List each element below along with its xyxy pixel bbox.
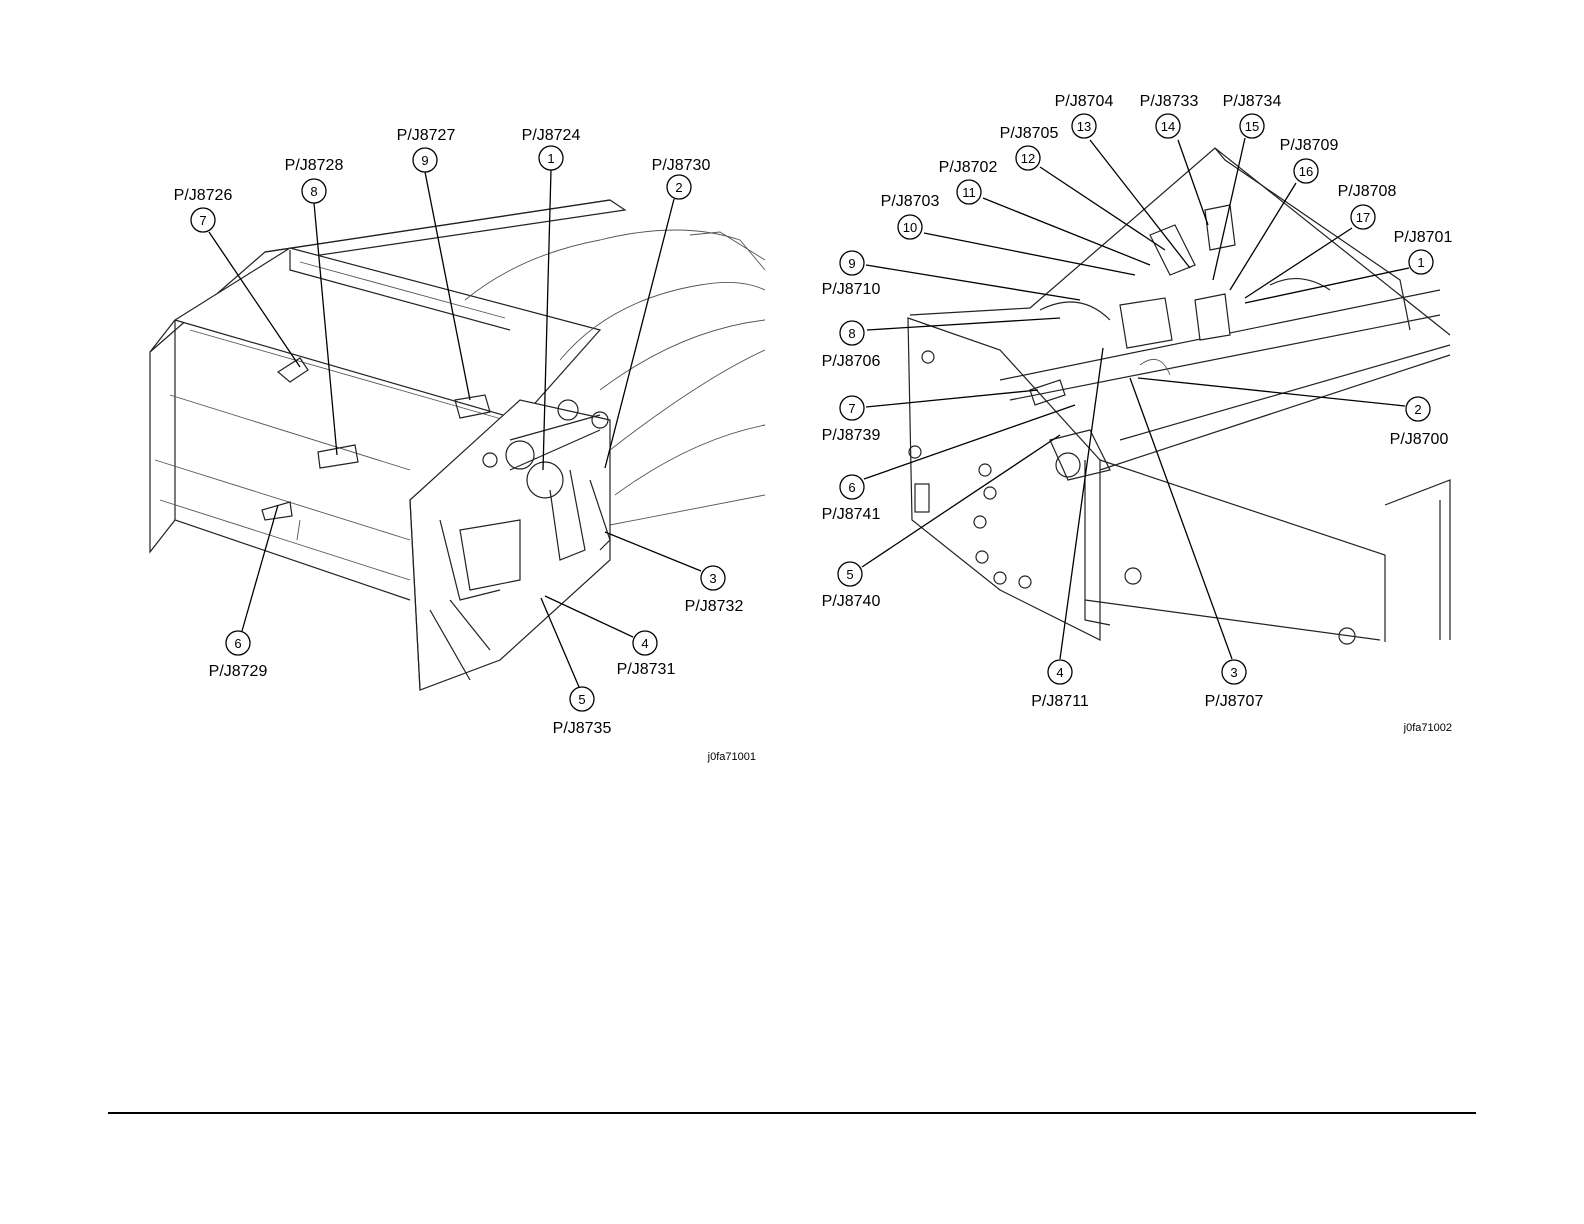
callout-left-4: 4 P/J8731 bbox=[617, 631, 676, 678]
callout-number: 8 bbox=[848, 326, 855, 341]
callout-number: 1 bbox=[1417, 255, 1424, 270]
callout-number: 6 bbox=[848, 480, 855, 495]
figure-id-left: j0fa71001 bbox=[707, 751, 756, 763]
callout-right-6: 6 P/J8741 bbox=[822, 475, 881, 523]
callout-label: P/J8728 bbox=[285, 157, 344, 174]
callout-number: 17 bbox=[1356, 210, 1370, 225]
callout-label: P/J8704 bbox=[1055, 93, 1114, 110]
callout-left-1: P/J8724 1 bbox=[522, 127, 581, 170]
callout-number: 8 bbox=[310, 184, 317, 199]
callout-number: 3 bbox=[1230, 665, 1237, 680]
callout-label: P/J8734 bbox=[1223, 93, 1282, 110]
callout-right-15: P/J8734 15 bbox=[1223, 93, 1282, 138]
callout-label: P/J8707 bbox=[1205, 693, 1264, 710]
callout-label: P/J8703 bbox=[881, 193, 940, 210]
callout-label: P/J8702 bbox=[939, 159, 998, 176]
callout-label: P/J8740 bbox=[822, 593, 881, 610]
callout-number: 15 bbox=[1245, 119, 1259, 134]
callout-left-8: P/J8728 8 bbox=[285, 157, 344, 203]
callout-right-11: P/J8702 11 bbox=[939, 159, 998, 204]
callout-right-13: P/J8704 13 bbox=[1055, 93, 1114, 138]
callout-number: 2 bbox=[1414, 402, 1421, 417]
callout-right-10: P/J8703 10 bbox=[881, 193, 940, 239]
callout-number: 5 bbox=[846, 567, 853, 582]
callout-label: P/J8727 bbox=[397, 127, 456, 144]
callout-number: 11 bbox=[962, 185, 976, 200]
callout-number: 16 bbox=[1299, 164, 1313, 179]
callout-left-3: 3 P/J8732 bbox=[685, 566, 744, 615]
figure-id-right: j0fa71002 bbox=[1403, 722, 1452, 734]
callout-number: 10 bbox=[903, 220, 917, 235]
callout-number: 9 bbox=[848, 256, 855, 271]
callout-left-9: P/J8727 9 bbox=[397, 127, 456, 172]
callout-label: P/J8700 bbox=[1390, 431, 1449, 448]
callout-right-1: P/J8701 1 bbox=[1394, 229, 1453, 274]
callout-right-7: 7 P/J8739 bbox=[822, 396, 881, 444]
callout-label: P/J8732 bbox=[685, 598, 744, 615]
callout-label: P/J8708 bbox=[1338, 183, 1397, 200]
callout-label: P/J8711 bbox=[1031, 693, 1089, 710]
callout-number: 9 bbox=[421, 153, 428, 168]
callout-label: P/J8701 bbox=[1394, 229, 1453, 246]
callout-left-5: 5 P/J8735 bbox=[553, 687, 612, 737]
callout-number: 6 bbox=[234, 636, 241, 651]
callout-number: 14 bbox=[1161, 119, 1175, 134]
callout-label: P/J8724 bbox=[522, 127, 581, 144]
callout-label: P/J8731 bbox=[617, 661, 676, 678]
callout-number: 1 bbox=[547, 151, 554, 166]
callout-label: P/J8729 bbox=[209, 663, 268, 680]
callout-right-14: P/J8733 14 bbox=[1140, 93, 1199, 138]
callout-number: 4 bbox=[1056, 665, 1063, 680]
callout-number: 2 bbox=[675, 180, 682, 195]
callout-right-9: 9 P/J8710 bbox=[822, 251, 881, 298]
callout-right-8: 8 P/J8706 bbox=[822, 321, 881, 370]
callout-left-2: P/J8730 2 bbox=[652, 157, 711, 199]
callout-number: 3 bbox=[709, 571, 716, 586]
callout-label: P/J8735 bbox=[553, 720, 612, 737]
left-assembly-drawing bbox=[150, 200, 765, 690]
callout-label: P/J8726 bbox=[174, 187, 233, 204]
callout-right-4: 4 P/J8711 bbox=[1031, 660, 1089, 710]
callout-label: P/J8706 bbox=[822, 353, 881, 370]
callout-label: P/J8710 bbox=[822, 281, 881, 298]
callout-number: 12 bbox=[1021, 151, 1035, 166]
callout-right-16: P/J8709 16 bbox=[1280, 137, 1339, 183]
callout-number: 5 bbox=[578, 692, 585, 707]
callout-number: 4 bbox=[641, 636, 648, 651]
callout-label: P/J8709 bbox=[1280, 137, 1339, 154]
callout-right-17: P/J8708 17 bbox=[1338, 183, 1397, 229]
callout-left-7: P/J8726 7 bbox=[174, 187, 233, 232]
callout-right-3: 3 P/J8707 bbox=[1205, 660, 1264, 710]
callout-right-2: 2 P/J8700 bbox=[1390, 397, 1449, 448]
callout-label: P/J8705 bbox=[1000, 125, 1059, 142]
callout-label: P/J8730 bbox=[652, 157, 711, 174]
callout-label: P/J8733 bbox=[1140, 93, 1199, 110]
callout-label: P/J8739 bbox=[822, 427, 881, 444]
callout-left-6: 6 P/J8729 bbox=[209, 631, 268, 680]
callout-number: 7 bbox=[199, 213, 206, 228]
callout-number: 7 bbox=[848, 401, 855, 416]
callout-right-5: 5 P/J8740 bbox=[822, 562, 881, 610]
callout-right-12: P/J8705 12 bbox=[1000, 125, 1059, 170]
callout-number: 13 bbox=[1077, 119, 1091, 134]
callout-label: P/J8741 bbox=[822, 506, 881, 523]
